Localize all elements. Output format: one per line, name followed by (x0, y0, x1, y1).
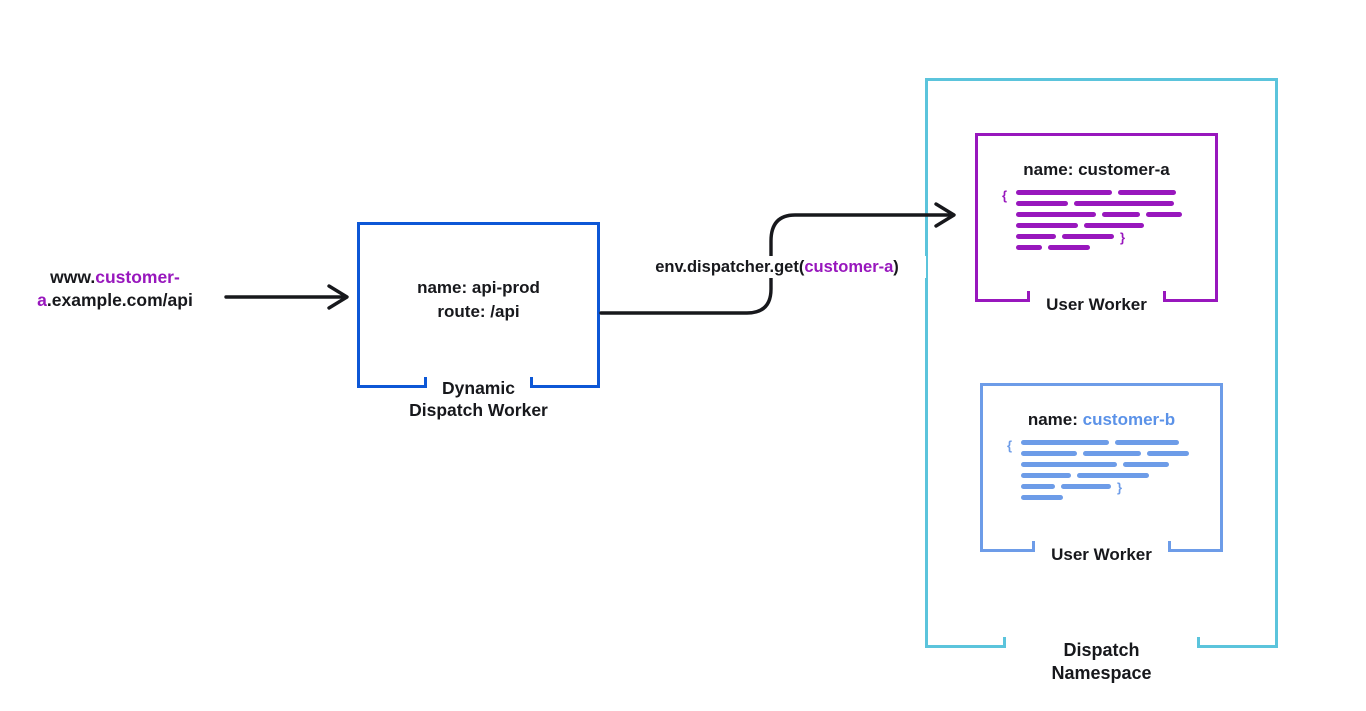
url-line-2: a.example.com/api (10, 289, 220, 312)
box-bottom-border-right (1168, 541, 1220, 552)
box-bottom-border-right (530, 377, 597, 388)
code-snippet-decoration: { } (1007, 438, 1189, 500)
dispatch-namespace-box: Dispatch Namespace (925, 78, 1278, 683)
caption-line: Dispatch Worker (409, 400, 548, 420)
dispatch-worker-route: route: /api (437, 301, 520, 321)
url-domain-text: .example.com/api (46, 290, 193, 310)
user-worker-a-box: name: customer-a { } User Worker (975, 133, 1218, 314)
box-bottom-border-left (983, 541, 1035, 552)
dynamic-dispatch-worker-box: name: api-prod route: /api Dynamic Dispa… (357, 222, 600, 420)
box-bottom-border-left (978, 291, 1030, 302)
url-line-1: www.customer- (10, 266, 220, 289)
code-open-brace: { (1007, 438, 1012, 453)
call-prefix: env.dispatcher.get( (655, 258, 805, 276)
code-close-brace: } (1117, 480, 1122, 495)
dispatch-namespace-caption: Dispatch Namespace (925, 639, 1278, 685)
call-arg-customer-a: customer-a (804, 258, 894, 276)
worker-b-name: name: customer-b (983, 410, 1220, 430)
dispatcher-call-label: env.dispatcher.get(customer-a) (628, 256, 926, 278)
request-url-label: www.customer- a.example.com/api (10, 266, 220, 312)
code-close-brace: } (1120, 230, 1125, 245)
box-bottom-border-right (1197, 637, 1275, 648)
dispatch-worker-caption: Dynamic Dispatch Worker (357, 377, 600, 421)
dispatch-worker-properties: name: api-prod route: /api (360, 225, 597, 374)
box-bottom-border-left (928, 637, 1006, 648)
code-open-brace: { (1002, 188, 1007, 203)
worker-a-name: name: customer-a (1023, 160, 1170, 179)
code-snippet-decoration: { } (1002, 188, 1182, 250)
url-customer-highlight: customer- (95, 267, 180, 287)
request-arrow-head (327, 284, 349, 310)
box-bottom-border-right (1163, 291, 1215, 302)
worker-b-caption: User Worker (1051, 545, 1152, 564)
user-worker-b-box: name: customer-b { } User Worker (980, 383, 1223, 564)
call-suffix: ) (893, 258, 899, 276)
caption-line: Namespace (1051, 663, 1152, 683)
worker-a-caption: User Worker (1046, 295, 1147, 314)
url-www-text: www. (50, 267, 96, 287)
caption-line: Dispatch (1063, 640, 1140, 660)
dispatch-worker-name: name: api-prod (417, 277, 540, 297)
url-customer-highlight-2: a (37, 290, 47, 310)
worker-b-name-prefix: name: (1027, 410, 1083, 429)
caption-line: Dynamic (442, 378, 515, 398)
worker-b-name-value: customer-b (1082, 410, 1176, 429)
box-bottom-border-left (360, 377, 427, 388)
